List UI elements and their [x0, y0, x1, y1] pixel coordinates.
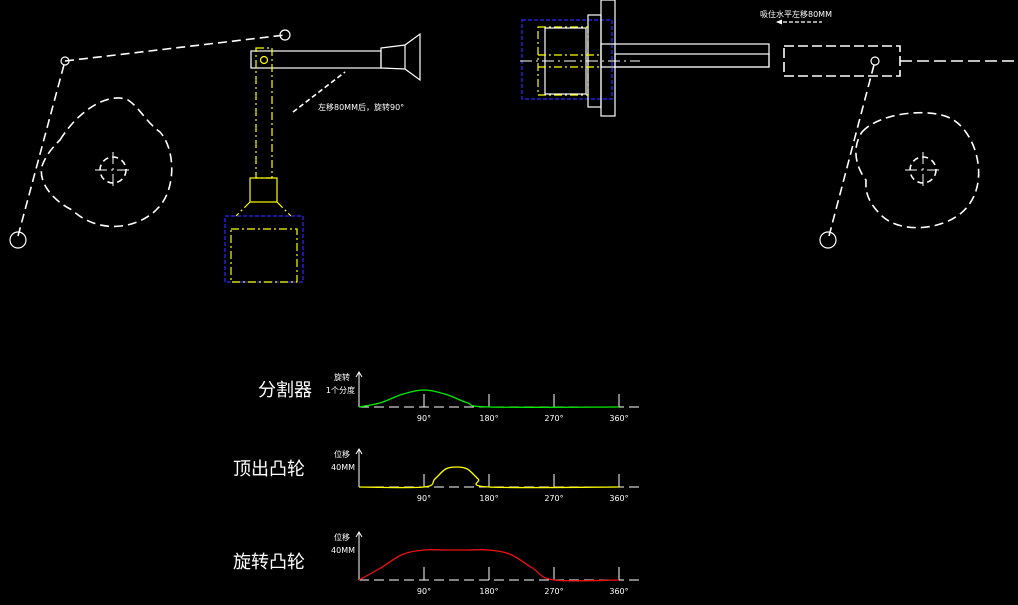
x-tick-label: 360°	[609, 414, 628, 423]
y-axis-label: 位移	[334, 449, 350, 459]
left-link-upper	[64, 34, 286, 62]
left-link-lower	[17, 60, 66, 237]
x-tick-label: 180°	[479, 587, 498, 596]
chart-title: 分割器	[258, 380, 312, 401]
left-note: 左移80MM后，旋转90°	[318, 102, 404, 112]
left-note-leader	[292, 71, 346, 113]
timing-chart-1: 分割器 旋转 1个分度 90° 180° 270° 360°	[258, 371, 640, 423]
x-tick-label: 90°	[417, 587, 431, 596]
vertical-column	[224, 47, 304, 283]
y-level-label: 40MM	[331, 463, 355, 472]
x-tick-label: 270°	[544, 494, 563, 503]
timing-charts: 分割器旋转1个分度90°180°270°360°顶出凸轮位移40MM90°180…	[233, 371, 640, 596]
x-tick-label: 180°	[479, 414, 498, 423]
chart-title: 顶出凸轮	[233, 459, 305, 480]
x-tick-label: 90°	[417, 414, 431, 423]
y-axis-arrow	[355, 448, 363, 455]
y-level-label: 40MM	[331, 546, 355, 555]
left-cam-mechanism	[9, 29, 291, 249]
y-axis-arrow	[355, 371, 363, 378]
right-flange-assembly	[520, 0, 770, 117]
y-axis-label: 位移	[334, 532, 350, 542]
left-cam-profile	[40, 97, 173, 228]
right-pivot-bottom	[819, 231, 837, 249]
motion-curve	[358, 389, 620, 408]
x-tick-label: 180°	[479, 494, 498, 503]
right-pivot-top	[870, 56, 880, 66]
y-axis-arrow	[355, 531, 363, 538]
y-axis-label: 旋转	[334, 372, 350, 382]
y-level-label: 1个分度	[326, 385, 355, 395]
right-slider	[783, 45, 1018, 77]
right-note: 吸住水平左移80MM	[760, 9, 832, 19]
motion-curve	[358, 466, 620, 489]
left-horizontal-arm	[250, 32, 421, 82]
x-tick-label: 270°	[544, 414, 563, 423]
x-tick-label: 360°	[609, 587, 628, 596]
motion-curve	[358, 549, 620, 582]
left-pivot-arm	[279, 29, 291, 41]
x-tick-label: 270°	[544, 587, 563, 596]
x-tick-label: 90°	[417, 494, 431, 503]
timing-chart-2: 顶出凸轮 位移 40MM 90° 180° 270° 360°	[233, 448, 640, 503]
right-cam-profile	[855, 112, 980, 229]
right-link	[828, 60, 876, 237]
left-pivot-bottom	[9, 231, 27, 249]
timing-chart-3: 旋转凸轮 位移 40MM 90° 180° 270° 360°	[233, 531, 640, 596]
left-pivot-top	[60, 56, 70, 66]
left-suction-cup	[380, 32, 421, 82]
right-note-arrow	[776, 19, 822, 25]
chart-title: 旋转凸轮	[233, 552, 305, 573]
x-tick-label: 360°	[609, 494, 628, 503]
right-cam-mechanism	[819, 60, 980, 249]
